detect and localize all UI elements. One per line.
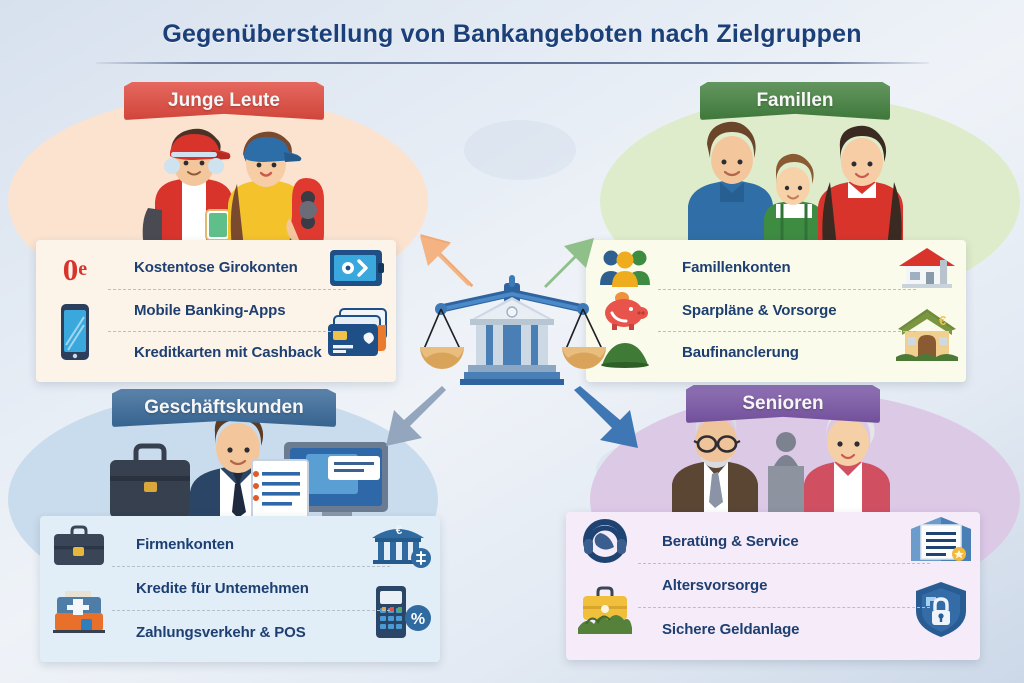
- arrow-to-business: [386, 386, 446, 446]
- headset-support-icon: [572, 516, 638, 566]
- piggy-bank-icon: [592, 288, 658, 334]
- house-red-roof-icon: [890, 244, 964, 292]
- list-business: Firmenkonten Kredite für Untemehmen Zahl…: [54, 522, 426, 654]
- row-divider: [658, 288, 916, 290]
- pos-terminal-percent-icon: %: [364, 570, 438, 654]
- item-label: Altersvorsorge: [662, 576, 768, 594]
- shield-lock-icon: [904, 566, 978, 652]
- row-divider: [658, 331, 916, 333]
- balance-scale-with-bank-icon: [420, 275, 606, 385]
- ribbon-seniors[interactable]: Senioren: [686, 385, 880, 423]
- row-divider: [638, 607, 930, 608]
- title-divider: [96, 62, 929, 64]
- smartphone-icon: [42, 292, 108, 372]
- illustration-family: [688, 121, 903, 248]
- list-item[interactable]: Mobile Banking-Apps: [50, 288, 382, 332]
- hill-icon: [592, 332, 658, 376]
- yellow-briefcase-icon: [572, 566, 638, 652]
- card-terminal-icon: [320, 244, 394, 292]
- arrow-to-young: [420, 234, 474, 288]
- row-divider: [108, 331, 346, 333]
- item-label: Kreditkarten mit Cashback: [134, 344, 322, 362]
- card-business[interactable]: € % Firmenkonten Kredite fü: [40, 516, 440, 662]
- item-label: Sichere Geldanlage: [662, 620, 800, 638]
- card-families[interactable]: € Famillenkonten Sparpläne & Vorsorge Ba…: [586, 240, 966, 382]
- row-divider: [112, 610, 390, 611]
- list-item[interactable]: Zahlungsverkehr & POS: [54, 610, 426, 654]
- list-item[interactable]: Kostentose Girokonten: [50, 246, 382, 289]
- item-label: Kostentose Girokonten: [134, 258, 298, 276]
- item-label: Beratüng & Service: [662, 532, 799, 550]
- illustration-seniors: [672, 414, 890, 524]
- list-item[interactable]: Kredite für Untemehmen: [54, 566, 426, 610]
- toolbox-icon: [46, 570, 112, 654]
- item-label: Firmenkonten: [136, 535, 234, 553]
- house-euro-icon: €: [890, 290, 964, 376]
- row-divider: [108, 288, 346, 290]
- ribbon-young-people[interactable]: Junge Leute: [124, 82, 324, 120]
- item-label: Mobile Banking-Apps: [134, 301, 286, 319]
- item-label: Sparpläne & Vorsorge: [682, 301, 837, 319]
- family-group-icon: [592, 244, 658, 290]
- list-seniors: Beratüng & Service Altersvorsorge Sicher…: [580, 518, 966, 652]
- illustration-business: [110, 420, 388, 530]
- list-item[interactable]: Kreditkarten mit Cashback: [50, 331, 382, 374]
- list-item[interactable]: Sparpläne & Vorsorge: [600, 288, 952, 332]
- list-item[interactable]: Baufinanclerung: [600, 331, 952, 374]
- item-label: Zahlungsverkehr & POS: [136, 623, 306, 641]
- arrow-to-families: [544, 238, 594, 288]
- list-item[interactable]: Famillenkonten: [600, 246, 952, 289]
- item-label: Kredite für Untemehmen: [136, 579, 309, 597]
- svg-text:€: €: [939, 313, 946, 328]
- list-item[interactable]: Altersvorsorge: [580, 563, 966, 607]
- list-item[interactable]: Beratüng & Service: [580, 519, 966, 563]
- card-seniors[interactable]: Beratüng & Service Altersvorsorge Sicher…: [566, 512, 980, 660]
- row-divider: [112, 566, 390, 567]
- page-title: Gegenüberstellung von Bankangeboten nach…: [162, 20, 862, 48]
- list-item[interactable]: Sichere Geldanlage: [580, 607, 966, 651]
- illustration-young-people: [142, 128, 324, 248]
- svg-text:%: %: [411, 611, 425, 628]
- item-label: Famillenkonten: [682, 258, 791, 276]
- list-families: Famillenkonten Sparpläne & Vorsorge Bauf…: [600, 246, 952, 374]
- list-young: Kostentose Girokonten Mobile Banking-App…: [50, 246, 382, 374]
- row-divider: [638, 563, 930, 564]
- briefcase-icon: [46, 522, 112, 570]
- ribbon-families[interactable]: Famillen: [700, 82, 890, 120]
- arrow-to-seniors: [574, 386, 638, 448]
- item-label: Baufinanclerung: [682, 344, 799, 362]
- certificate-document-icon: [904, 514, 978, 566]
- list-item[interactable]: Firmenkonten: [54, 522, 426, 566]
- ribbon-business[interactable]: Geschäftskunden: [112, 389, 336, 427]
- bank-euro-icon: €: [364, 518, 438, 570]
- svg-text:€: €: [396, 523, 403, 537]
